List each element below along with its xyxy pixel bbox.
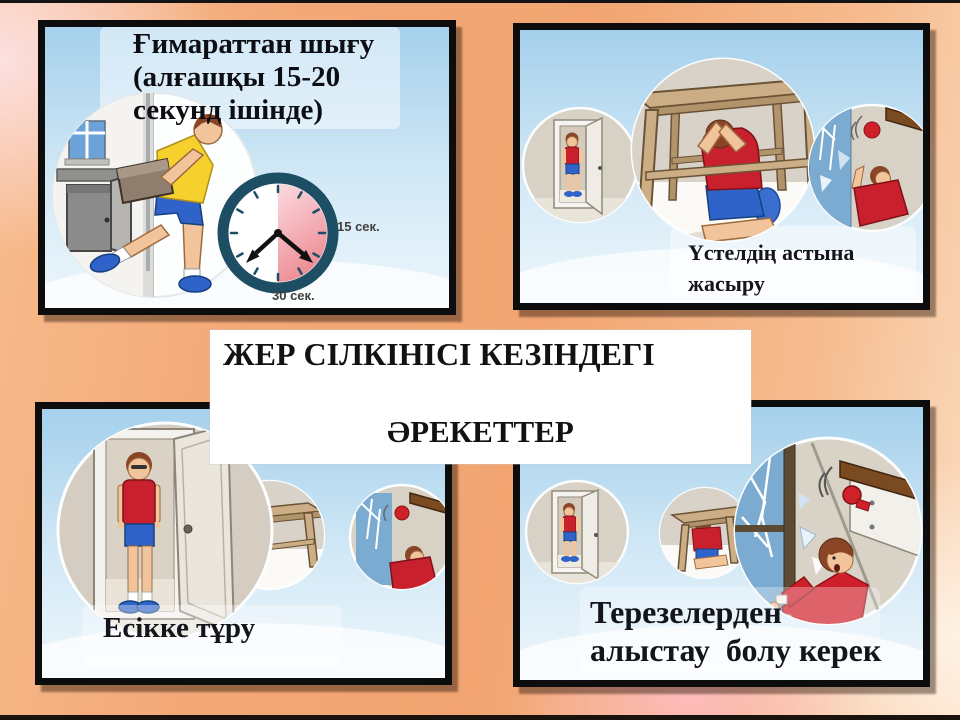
panel-under-table: Үстелдің астына жасыру — [513, 23, 930, 310]
panel-doorway: Есікке тұру — [35, 402, 452, 685]
table-circle — [630, 57, 816, 243]
caption-doorway: Есікке тұру — [103, 612, 256, 644]
caption-exit-building: Ғимараттан шығу (алғашқы 15-20 секунд іш… — [133, 28, 375, 126]
title-box: ЖЕР СІЛКІНІСІ КЕЗІНДЕГІ ӘРЕКЕТТЕР — [210, 330, 751, 464]
doorway-large-circle — [56, 421, 274, 639]
panel-exit-building: Ғимараттан шығу (алғашқы 15-20 секунд іш… — [38, 20, 456, 315]
doorway-small-circle — [524, 479, 630, 585]
clock-label-15sec: 15 сек. — [337, 219, 380, 234]
clock-label-30sec: 30 сек. — [272, 288, 315, 303]
doorway-illustration — [42, 409, 445, 678]
window-circle — [807, 103, 923, 233]
caption-under-table: Үстелдің астына жасыру — [688, 240, 855, 296]
bottom-edge-line — [0, 715, 960, 720]
title-line-1: ЖЕР СІЛКІНІСІ КЕЗІНДЕГІ — [223, 336, 655, 372]
caption-windows: Терезелерден алыстау болу керек — [590, 594, 882, 668]
exit-building-illustration — [45, 27, 449, 308]
running-person — [89, 114, 223, 293]
window-fragment-circle — [348, 483, 445, 591]
under-table-illustration — [520, 30, 923, 303]
doorway-circle — [521, 106, 639, 224]
timer-clock — [217, 172, 339, 294]
top-edge-line — [0, 0, 960, 3]
title-line-2: ӘРЕКЕТТЕР — [387, 414, 574, 449]
